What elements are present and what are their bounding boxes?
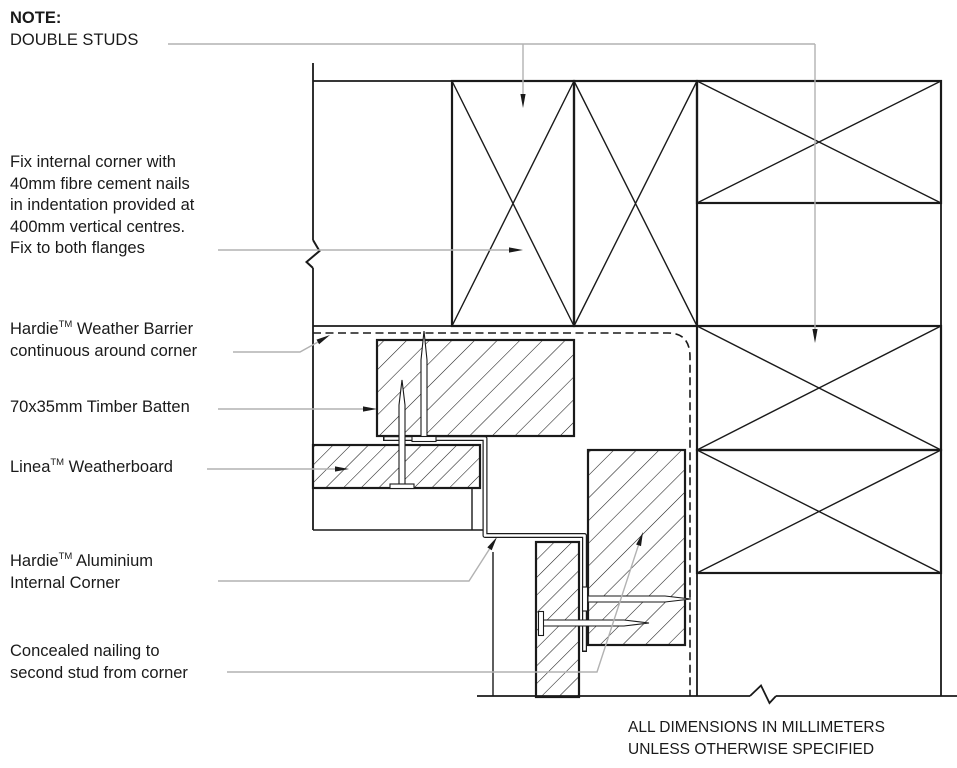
ground-break-symbol	[749, 683, 777, 705]
arrow-weatherboard	[335, 466, 349, 472]
nail-weatherboard-a	[389, 379, 415, 490]
fixing-nails	[389, 330, 692, 637]
nail-batten-b	[581, 586, 692, 612]
timber-batten-a	[375, 338, 576, 438]
leader-aluminium-corner	[218, 548, 491, 582]
nail-weatherboard-b	[537, 610, 650, 637]
timber-batten-b	[586, 448, 687, 647]
timber-members	[311, 338, 687, 699]
callout-weather-barrier: HardieTM Weather Barrier continuous arou…	[10, 318, 198, 360]
note-subtitle: DOUBLE STUDS	[10, 30, 139, 49]
weather-barrier-dashed-line	[313, 332, 691, 696]
double-stud-right-upper	[695, 324, 943, 452]
callout-timber-batten: 70x35mm Timber Batten	[10, 398, 190, 416]
trademark-superscript: TM	[58, 318, 73, 330]
trademark-superscript: TM	[58, 550, 73, 562]
aluminium-corner-profile	[383, 436, 587, 652]
leader-arrowheads	[316, 94, 818, 551]
arrow-timber-batten	[363, 406, 377, 412]
weatherboard-lap-lines	[313, 488, 494, 696]
trademark-superscript: TM	[50, 456, 65, 468]
leader-weather-barrier	[233, 341, 319, 353]
dimensions-note: ALL DIMENSIONS IN MILLIMETERS UNLESS OTH…	[628, 719, 885, 758]
arrow-aluminium-corner	[487, 537, 497, 551]
linea-weatherboard-a	[311, 443, 482, 490]
nail-batten-a	[411, 330, 437, 443]
double-stud-top-left	[450, 79, 576, 328]
note-block: NOTE: DOUBLE STUDS	[10, 8, 138, 51]
leader-concealed-nailing	[227, 544, 640, 673]
double-stud-right-lower	[695, 448, 943, 575]
leader-lines	[168, 43, 816, 673]
stud-right-top	[695, 79, 943, 205]
callout-fix-internal-corner: Fix internal corner with 40mm fibre ceme…	[10, 153, 195, 257]
stud-boxes	[450, 79, 943, 575]
arrow-fix-internal-corner	[509, 247, 523, 253]
callout-concealed-nailing: Concealed nailing to second stud from co…	[10, 642, 188, 682]
left-wall-break-symbol	[304, 239, 321, 269]
callout-weatherboard: LineaTM Weatherboard	[10, 456, 173, 476]
arrow-double-studs-left	[520, 94, 526, 108]
arrow-concealed-nailing	[636, 532, 643, 547]
arrow-double-studs-right	[812, 329, 818, 343]
callout-aluminium-corner: HardieTM Aluminium Internal Corner	[10, 550, 154, 592]
double-stud-top-right	[572, 79, 699, 328]
note-title: NOTE:	[10, 9, 62, 27]
leader-double-studs	[168, 43, 816, 330]
arrow-weather-barrier	[316, 335, 330, 345]
